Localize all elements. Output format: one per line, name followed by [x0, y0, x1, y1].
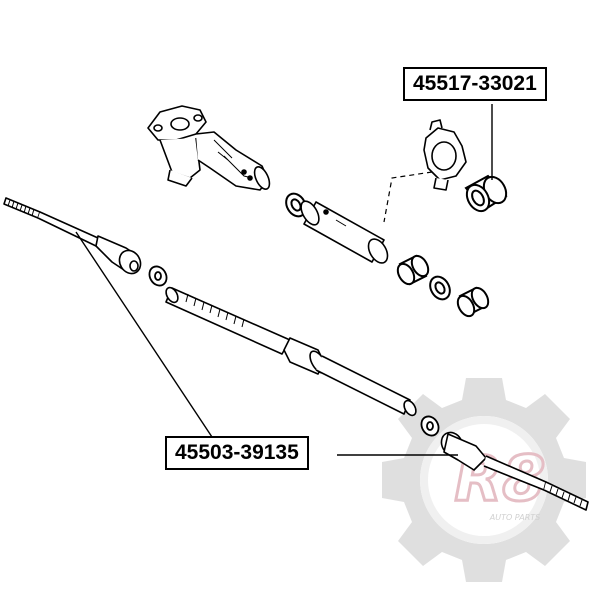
part-number-label-tie-rod[interactable]: 45503-39135: [165, 436, 309, 470]
left-inner-tie-rod[interactable]: [3, 197, 145, 277]
part-number-label-bushing[interactable]: 45517-33021: [403, 67, 547, 101]
lock-washer-left: [148, 265, 168, 287]
rack-bushing-part[interactable]: [462, 173, 510, 215]
housing-clamp-bracket: [423, 119, 467, 191]
right-inner-tie-rod[interactable]: [437, 429, 589, 511]
dashed-guide-line: [383, 171, 433, 223]
leader-lines-bottom: [75, 231, 458, 456]
rack-housing: [147, 105, 271, 191]
lock-washer-right: [420, 415, 440, 437]
watermark-tagline: AUTO PARTS: [489, 513, 540, 522]
steering-rack-bar: [165, 286, 417, 417]
tube-seal-rings: [396, 254, 490, 318]
cylinder-tube: [300, 200, 389, 264]
